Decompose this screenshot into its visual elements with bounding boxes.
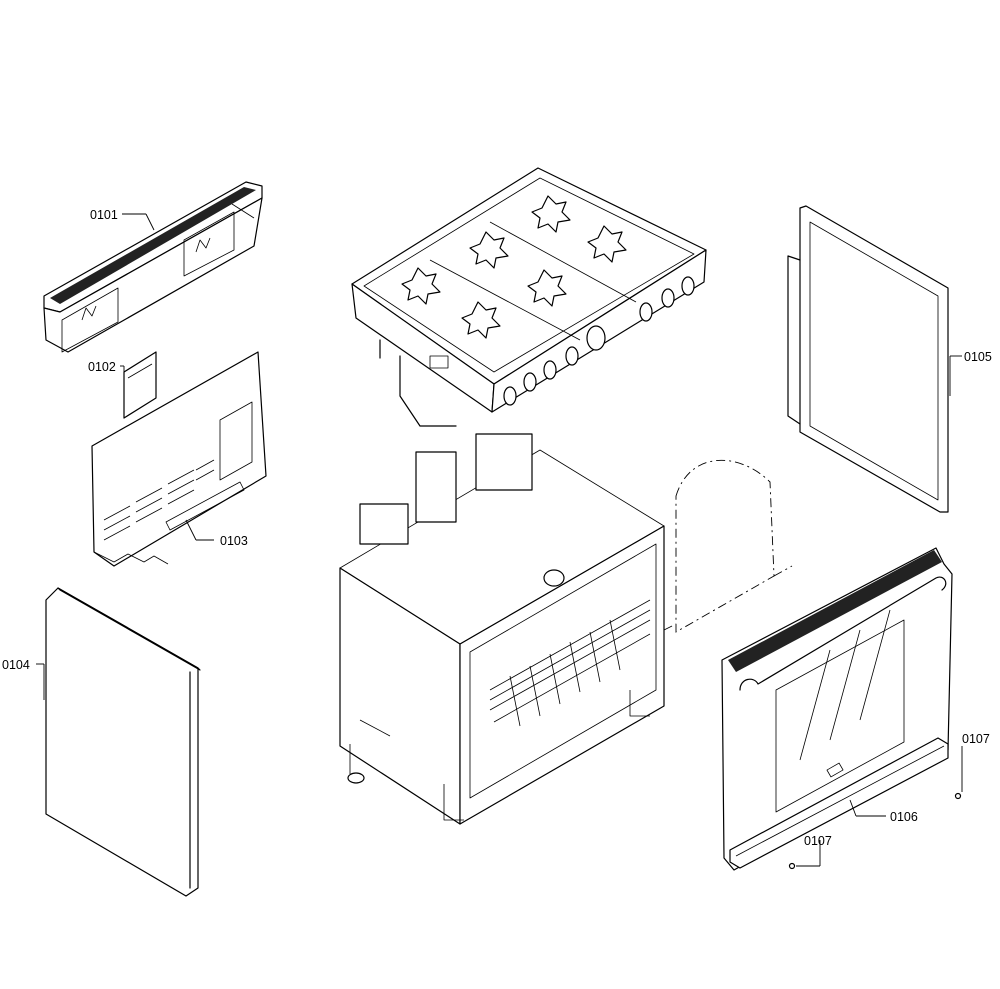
part-0103-rear-panel[interactable] <box>91 351 267 567</box>
burner-grates <box>401 195 627 339</box>
label-0104: 0104 <box>2 658 30 672</box>
part-0104-side-panel[interactable] <box>45 587 201 897</box>
leader-lines <box>36 213 963 867</box>
oven-door[interactable] <box>721 547 953 871</box>
part-0101-backguard[interactable] <box>43 181 263 353</box>
label-0105: 0105 <box>964 350 992 364</box>
label-0107-top: 0107 <box>962 732 990 746</box>
label-0107-bottom: 0107 <box>804 834 832 848</box>
part-0105-side-panel[interactable] <box>787 205 949 513</box>
oven-body <box>339 433 665 825</box>
vent-slots <box>103 459 215 541</box>
label-0103: 0103 <box>220 534 248 548</box>
label-0102: 0102 <box>88 360 116 374</box>
oven-liner-dashed <box>663 460 793 633</box>
label-0106: 0106 <box>890 810 918 824</box>
control-knobs <box>503 276 695 406</box>
part-0106-door-trim[interactable] <box>729 737 949 869</box>
cooktop-assembly <box>351 167 707 427</box>
part-labels: 0101 0102 0103 0104 0105 0106 0107 0107 <box>2 208 992 848</box>
part-0102-plate[interactable] <box>123 351 157 419</box>
oven-racks <box>489 599 651 727</box>
label-0101: 0101 <box>90 208 118 222</box>
part-0107-screws[interactable] <box>788 792 962 870</box>
